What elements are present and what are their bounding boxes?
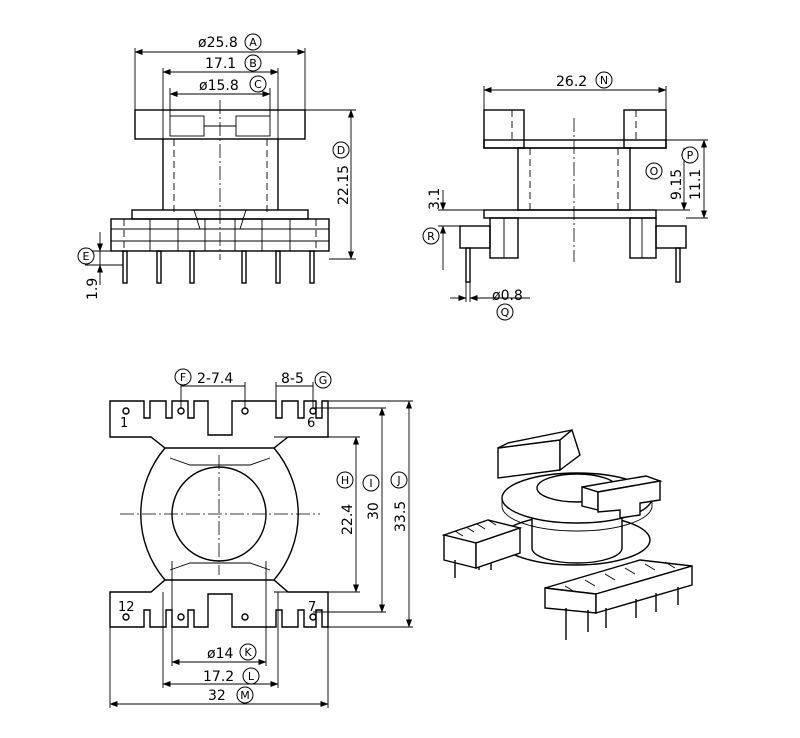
dim-O: O 9.15 bbox=[645, 162, 685, 200]
svg-text:1.9: 1.9 bbox=[85, 278, 101, 300]
svg-text:17.2: 17.2 bbox=[203, 669, 234, 685]
dim-G: 8-5 G bbox=[281, 371, 332, 389]
dim-L: 17.2 L bbox=[203, 667, 260, 685]
pin-number-12: 12 bbox=[118, 600, 135, 615]
svg-text:J: J bbox=[396, 474, 400, 487]
pin-number-1: 1 bbox=[120, 416, 128, 431]
svg-text:G: G bbox=[319, 374, 328, 387]
svg-text:2-7.4: 2-7.4 bbox=[197, 371, 233, 387]
svg-text:ø14: ø14 bbox=[207, 646, 233, 662]
dim-H: H 22.4 bbox=[336, 471, 356, 535]
svg-text:A: A bbox=[249, 36, 257, 49]
svg-text:30: 30 bbox=[366, 502, 382, 520]
isometric-view bbox=[441, 428, 693, 640]
svg-text:E: E bbox=[83, 250, 90, 263]
svg-text:K: K bbox=[244, 646, 252, 659]
pin-number-6: 6 bbox=[307, 416, 315, 431]
svg-text:I: I bbox=[369, 477, 372, 490]
svg-text:D: D bbox=[337, 144, 345, 157]
svg-text:ø0.8: ø0.8 bbox=[492, 288, 523, 304]
side-view bbox=[438, 86, 708, 302]
dim-P: P 11.1 bbox=[681, 146, 704, 200]
svg-text:11.1: 11.1 bbox=[688, 169, 704, 200]
svg-text:F: F bbox=[180, 371, 186, 384]
dim-A: ø25.8 A bbox=[198, 33, 262, 51]
dim-B: 17.1 B bbox=[205, 54, 262, 72]
dim-R: 3.1 R bbox=[422, 188, 443, 245]
dim-D: D 22.15 bbox=[332, 141, 352, 205]
svg-text:H: H bbox=[341, 474, 349, 487]
svg-text:Q: Q bbox=[501, 306, 510, 319]
svg-text:26.2: 26.2 bbox=[556, 74, 587, 90]
dim-K: ø14 K bbox=[207, 643, 257, 662]
dim-N: 26.2 N bbox=[556, 71, 613, 90]
svg-text:L: L bbox=[248, 670, 255, 683]
dim-F: F 2-7.4 bbox=[174, 368, 233, 387]
front-view-pins bbox=[122, 250, 315, 284]
svg-text:O: O bbox=[650, 165, 659, 178]
svg-text:33.5: 33.5 bbox=[393, 501, 409, 532]
bottom-view bbox=[109, 382, 413, 708]
svg-text:32: 32 bbox=[208, 688, 226, 704]
svg-text:9.15: 9.15 bbox=[669, 169, 685, 200]
svg-text:17.1: 17.1 bbox=[205, 56, 236, 72]
svg-text:ø25.8: ø25.8 bbox=[198, 35, 238, 51]
dim-J: J 33.5 bbox=[390, 471, 409, 532]
front-view bbox=[85, 48, 356, 285]
svg-text:N: N bbox=[600, 74, 608, 87]
svg-text:22.15: 22.15 bbox=[336, 165, 352, 205]
svg-text:C: C bbox=[254, 78, 262, 91]
dim-E: E 1.9 bbox=[77, 247, 101, 300]
dim-M: 32 M bbox=[208, 686, 254, 704]
svg-text:P: P bbox=[687, 149, 694, 162]
dim-Q: ø0.8 Q bbox=[492, 288, 523, 321]
svg-text:3.1: 3.1 bbox=[427, 188, 443, 210]
dim-I: I 30 bbox=[362, 474, 382, 520]
svg-text:22.4: 22.4 bbox=[340, 504, 356, 535]
svg-text:M: M bbox=[240, 689, 250, 702]
svg-text:8-5: 8-5 bbox=[281, 371, 304, 387]
svg-text:B: B bbox=[249, 57, 257, 70]
pin-number-7: 7 bbox=[308, 600, 316, 615]
svg-text:ø15.8: ø15.8 bbox=[199, 78, 239, 94]
svg-text:R: R bbox=[427, 230, 435, 243]
dim-C: ø15.8 C bbox=[199, 75, 267, 94]
